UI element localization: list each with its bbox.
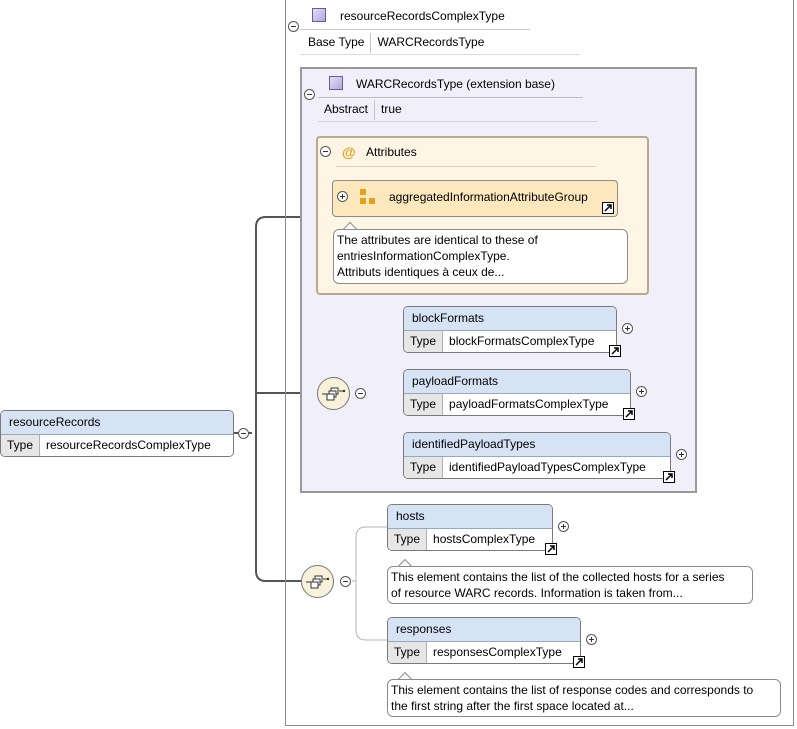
resource-records-collapse-toggle[interactable] [238, 428, 249, 439]
type-key: Type [404, 331, 444, 352]
payload-formats-expand-toggle[interactable] [636, 386, 647, 397]
element-name: payloadFormats [404, 370, 630, 394]
sequence-compositor-glyph [306, 575, 330, 589]
extension-abstract-row: Abstract true [318, 100, 408, 120]
sequence-icon[interactable] [317, 377, 350, 410]
attribute-group-name: aggregatedInformationAttributeGroup [389, 190, 588, 204]
type-value: identifiedPayloadTypesComplexType [449, 460, 646, 474]
sequence-collapse-toggle[interactable] [355, 388, 366, 399]
element-resource-records[interactable]: resourceRecords Type resourceRecordsComp… [0, 410, 234, 457]
element-payload-formats[interactable]: payloadFormats Type payloadFormatsComple… [403, 369, 631, 416]
base-type-divider [300, 54, 580, 55]
element-type-row: Type payloadFormatsComplexType [404, 394, 630, 415]
type-value: responsesComplexType [433, 645, 562, 659]
hosts-expand-toggle[interactable] [558, 521, 569, 532]
element-name: identifiedPayloadTypes [404, 433, 670, 457]
attributes-divider [336, 166, 596, 167]
hosts-doc: This element contains the list of the co… [387, 566, 753, 604]
attributes-doc-line: entriesInformationComplexType. [337, 249, 510, 263]
type-key: Type [404, 394, 444, 415]
identified-payload-types-link-icon[interactable] [663, 471, 675, 483]
complex-type-frame [285, 0, 794, 726]
element-type-row: Type blockFormatsComplexType [404, 331, 616, 352]
element-name: hosts [388, 505, 552, 529]
block-formats-link-icon[interactable] [609, 345, 621, 357]
extension-divider [318, 97, 583, 98]
type-value: payloadFormatsComplexType [449, 397, 609, 411]
complex-type-name: resourceRecordsComplexType [340, 9, 505, 23]
element-type-row: Type responsesComplexType [388, 642, 580, 663]
hosts-link-icon[interactable] [545, 543, 557, 555]
sequence-icon[interactable] [301, 565, 334, 598]
attribute-group-expand-toggle[interactable] [337, 191, 348, 202]
responses-link-icon[interactable] [573, 656, 585, 668]
element-type-row: Type resourceRecordsComplexType [1, 435, 233, 456]
responses-expand-toggle[interactable] [586, 634, 597, 645]
element-name: resourceRecords [1, 411, 233, 435]
extension-collapse-toggle[interactable] [304, 89, 315, 100]
abstract-key: Abstract [318, 100, 376, 120]
responses-doc-line: This element contains the list of respon… [391, 683, 754, 697]
element-hosts[interactable]: hosts Type hostsComplexType [387, 504, 553, 551]
type-value: blockFormatsComplexType [449, 334, 595, 348]
complex-type-icon [312, 8, 326, 22]
element-name: responses [388, 618, 580, 642]
attribute-group-link-icon[interactable] [602, 202, 614, 214]
element-responses[interactable]: responses Type responsesComplexType [387, 617, 581, 664]
attributes-doc-line: Attributs identiques à ceux de... [337, 265, 505, 279]
base-type-key: Base Type [302, 33, 372, 53]
complex-type-divider [300, 29, 530, 30]
base-type-value: WARCRecordsType [377, 35, 485, 49]
at-sign-icon: @ [342, 144, 356, 160]
type-key: Type [388, 529, 428, 550]
element-type-row: Type hostsComplexType [388, 529, 552, 550]
complex-type-base-row: Base Type WARCRecordsType [302, 33, 490, 53]
element-identified-payload-types[interactable]: identifiedPayloadTypes Type identifiedPa… [403, 432, 671, 479]
attributes-collapse-toggle[interactable] [320, 146, 331, 157]
element-type-row: Type identifiedPayloadTypesComplexType [404, 457, 670, 478]
sequence-compositor-glyph [322, 387, 346, 401]
identified-payload-types-expand-toggle[interactable] [676, 449, 687, 460]
payload-formats-link-icon[interactable] [623, 408, 635, 420]
attributes-doc-line: The attributes are identical to these of [337, 233, 538, 247]
complex-type-collapse-toggle[interactable] [288, 21, 299, 32]
abstract-value: true [381, 102, 402, 116]
hosts-doc-line: This element contains the list of the co… [391, 570, 725, 584]
type-key: Type [404, 457, 444, 478]
type-value: hostsComplexType [433, 532, 536, 546]
attribute-group-icon [360, 189, 375, 204]
attribute-group-node[interactable] [332, 180, 618, 217]
type-value: resourceRecordsComplexType [46, 438, 211, 452]
type-key: Type [1, 435, 41, 456]
hosts-doc-line: of resource WARC records. Information is… [391, 586, 683, 600]
element-block-formats[interactable]: blockFormats Type blockFormatsComplexTyp… [403, 306, 617, 353]
element-name: blockFormats [404, 307, 616, 331]
extension-name: WARCRecordsType (extension base) [356, 77, 555, 91]
responses-doc-line: the first string after the first space l… [391, 699, 634, 713]
type-key: Type [388, 642, 428, 663]
extension-type-icon [329, 76, 343, 90]
block-formats-expand-toggle[interactable] [622, 323, 633, 334]
attributes-title: Attributes [366, 145, 417, 159]
responses-doc: This element contains the list of respon… [387, 679, 781, 717]
attributes-doc: The attributes are identical to these of… [333, 229, 628, 284]
abstract-divider [318, 121, 598, 122]
sequence-collapse-toggle[interactable] [340, 576, 351, 587]
